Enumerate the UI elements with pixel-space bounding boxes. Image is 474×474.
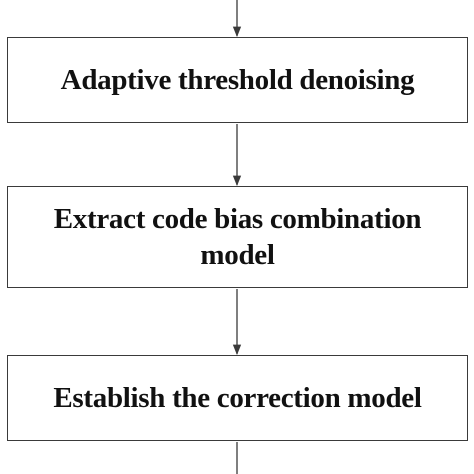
step-label-line: model [200,239,275,271]
step-adaptive-threshold-denoising: Adaptive threshold denoising [7,37,468,123]
step-label-line: Adaptive threshold denoising [60,63,415,96]
step-label-line: Establish the correction model [53,381,422,414]
step-establish-correction-model: Establish the correction model [7,355,468,441]
step-label-line: Extract code bias combination [53,202,422,235]
step-extract-code-bias-model: Extract code bias combination model [7,186,468,288]
